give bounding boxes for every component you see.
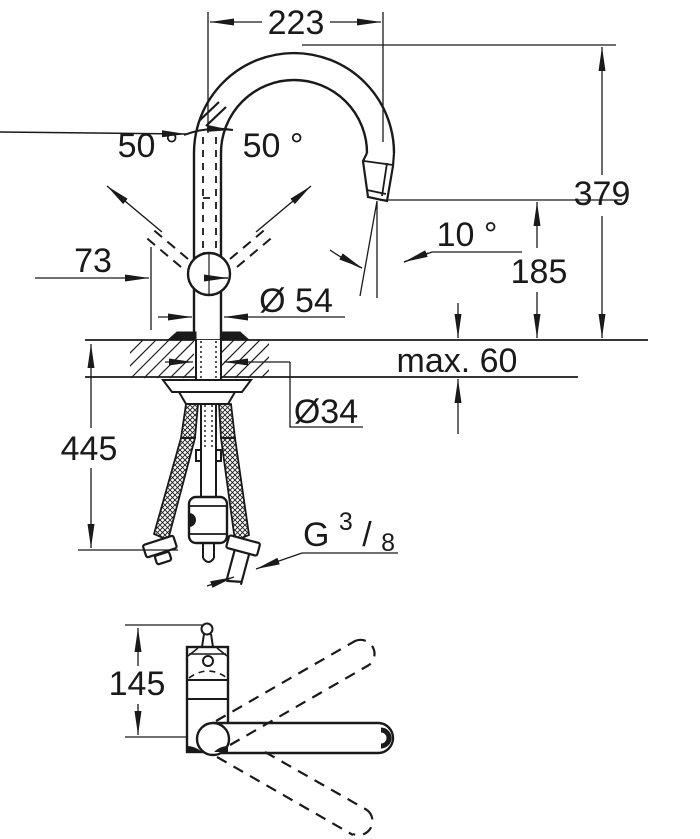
dim-thread-leader <box>206 552 398 588</box>
dimensions <box>35 12 622 588</box>
plan-swivel-upper <box>215 638 376 746</box>
label-base-height: 145 <box>109 665 166 703</box>
thread-slash: / <box>362 516 372 554</box>
thread-sub: 8 <box>381 529 395 557</box>
supply-hose-right <box>218 403 250 543</box>
mounting-nut <box>177 391 237 405</box>
mounting-washer <box>161 379 253 393</box>
labels: 223 50 ° 50 ° 379 10 ° 73 185 Ø 54 max. … <box>61 4 631 703</box>
lever-tilt-right-dashed <box>229 226 276 268</box>
lever-center-dashed <box>202 137 217 254</box>
swivel-right-leader <box>255 185 312 233</box>
spray-arc-arrow <box>339 253 363 269</box>
dim-outlet-height <box>380 199 622 338</box>
plan-view <box>125 622 395 837</box>
dim-hole-diameter <box>165 358 363 428</box>
plan-pivot <box>195 721 231 757</box>
dim-spray-angle <box>403 250 522 263</box>
plan-dome-dashed <box>188 670 228 679</box>
base-flange <box>166 331 251 341</box>
dim-total-height <box>302 44 616 338</box>
lever-tilt-left-dashed <box>142 226 189 268</box>
label-deck-thickness: max. 60 <box>397 342 518 380</box>
plan-spout <box>213 721 395 755</box>
label-swivel-right: 50 ° <box>243 127 304 165</box>
lever-rotation-arrow <box>0 124 234 138</box>
label-spout-reach: 223 <box>268 4 325 42</box>
dim-hose-length <box>78 344 178 551</box>
hose-weight <box>187 495 229 563</box>
swivel-left-leader <box>106 185 163 233</box>
plan-body-lines <box>188 679 227 700</box>
pullout-hose <box>195 404 222 497</box>
plan-base-corners <box>187 746 228 752</box>
label-hose-length: 445 <box>61 430 118 468</box>
plan-spout-outlet <box>380 727 392 749</box>
dim-spout-reach <box>207 12 384 142</box>
spout-inner-arc <box>219 78 369 154</box>
label-total-height: 379 <box>574 175 631 213</box>
label-thread: G 3 / 8 <box>303 500 395 557</box>
plan-lever-legs <box>201 633 214 648</box>
label-lever-offset: 73 <box>74 242 112 280</box>
plan-lever-pin <box>202 655 214 667</box>
label-outlet-height: 185 <box>511 253 568 291</box>
spray-head <box>361 152 396 203</box>
dim-lever-offset <box>35 247 152 330</box>
label-spray-angle: 10 ° <box>437 216 498 254</box>
lever-tip-marks <box>198 101 227 127</box>
label-swivel-left: 50 ° <box>118 127 179 165</box>
thread-sup: 3 <box>339 508 353 536</box>
plan-lever-knob <box>200 622 214 636</box>
plan-swivel-lower <box>216 751 374 837</box>
label-body-diameter: Ø 54 <box>259 282 333 320</box>
label-hole-diameter: Ø34 <box>294 393 358 431</box>
hose-fitting-left <box>142 534 178 566</box>
threaded-shank <box>195 340 222 380</box>
plan-body-cap <box>187 647 228 657</box>
front-view <box>0 51 648 586</box>
thread-g: G <box>303 516 329 554</box>
spray-angle-lines <box>329 200 378 298</box>
